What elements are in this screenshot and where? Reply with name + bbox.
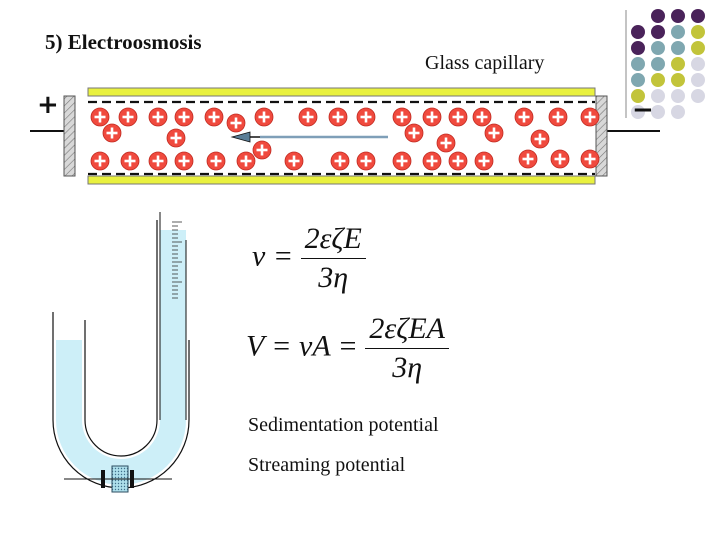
cation xyxy=(548,107,568,127)
plug-electrode-right xyxy=(130,470,134,488)
volume-numerator: 2εζEA xyxy=(365,312,449,349)
cation xyxy=(90,151,110,171)
cation xyxy=(392,107,412,127)
cation xyxy=(166,128,186,148)
decorative-dot xyxy=(671,73,685,87)
cation xyxy=(392,151,412,171)
cation xyxy=(226,113,246,133)
decorative-dot xyxy=(671,9,685,23)
u-tube-inner-wall xyxy=(84,220,158,457)
cation xyxy=(356,107,376,127)
u-tube-apparatus xyxy=(52,212,190,493)
decorative-dot xyxy=(671,41,685,55)
cation xyxy=(580,149,600,169)
negative-electrode-sign: − xyxy=(632,95,654,125)
cation xyxy=(236,151,256,171)
cation xyxy=(530,129,550,149)
cation xyxy=(356,151,376,171)
cation xyxy=(102,123,122,143)
decorative-dot xyxy=(671,105,685,119)
volume-formula: V = vA = 2εζEA 3η xyxy=(246,312,449,385)
cation xyxy=(404,123,424,143)
slide-title: 5) Electroosmosis xyxy=(45,30,202,54)
topic-streaming: Streaming potential xyxy=(248,454,406,476)
cation xyxy=(422,107,442,127)
decorative-dot xyxy=(651,105,665,119)
cation xyxy=(472,107,492,127)
decorative-dot xyxy=(631,41,645,55)
cation xyxy=(120,151,140,171)
decorative-dot xyxy=(691,25,705,39)
decorative-dot xyxy=(691,41,705,55)
capillary-wall-top xyxy=(87,87,596,97)
cation xyxy=(580,107,600,127)
decorative-dot xyxy=(671,89,685,103)
cation xyxy=(284,151,304,171)
cation xyxy=(514,107,534,127)
decorative-dot xyxy=(631,25,645,39)
velocity-fraction: 2εζE 3η xyxy=(300,222,366,295)
decorative-dot xyxy=(651,73,665,87)
decorative-dot xyxy=(671,25,685,39)
positive-electrode-sign: + xyxy=(37,90,59,120)
capillary-wall-bottom xyxy=(87,175,596,185)
decorative-dot xyxy=(631,89,645,103)
cation xyxy=(550,149,570,169)
cation xyxy=(174,107,194,127)
velocity-formula-lhs: v = xyxy=(252,239,294,273)
cation xyxy=(118,107,138,127)
cation xyxy=(254,107,274,127)
cation xyxy=(436,133,456,153)
cation xyxy=(448,151,468,171)
decorative-dot xyxy=(671,57,685,71)
velocity-denominator: 3η xyxy=(318,261,349,294)
decorative-dot-grid xyxy=(625,9,705,119)
plug-electrode-left xyxy=(101,470,105,488)
capillary-label: Glass capillary xyxy=(425,52,545,74)
decorative-dot xyxy=(691,57,705,71)
decorative-dot xyxy=(631,105,645,119)
decorative-dot xyxy=(651,25,665,39)
decorative-dot xyxy=(691,73,705,87)
u-tube-liquid xyxy=(56,230,186,485)
capillary-diagram xyxy=(30,87,660,185)
cation xyxy=(174,151,194,171)
volume-fraction: 2εζEA 3η xyxy=(365,312,449,385)
decorative-dot xyxy=(651,89,665,103)
cation xyxy=(252,140,272,160)
cation xyxy=(148,151,168,171)
cation xyxy=(148,107,168,127)
cation xyxy=(90,107,110,127)
decorative-dot xyxy=(651,57,665,71)
decorative-dot xyxy=(651,41,665,55)
cation xyxy=(474,151,494,171)
decorative-dot xyxy=(631,57,645,71)
cation xyxy=(204,107,224,127)
decorative-dot xyxy=(691,89,705,103)
negative-electrode xyxy=(595,95,608,177)
decorative-dot xyxy=(631,73,645,87)
cation xyxy=(330,151,350,171)
cation xyxy=(206,151,226,171)
cation xyxy=(518,149,538,169)
cation xyxy=(422,151,442,171)
volume-formula-lhs: V = vA = xyxy=(246,329,358,363)
topic-sedimentation: Sedimentation potential xyxy=(248,414,439,436)
cation xyxy=(448,107,468,127)
decorative-dot xyxy=(651,9,665,23)
decorative-dot xyxy=(691,9,705,23)
measurement-scale xyxy=(172,221,182,299)
positive-electrode xyxy=(63,95,76,177)
flow-arrow xyxy=(230,131,388,143)
volume-denominator: 3η xyxy=(392,351,423,384)
cation xyxy=(484,123,504,143)
velocity-formula: v = 2εζE 3η xyxy=(252,222,366,295)
cation xyxy=(298,107,318,127)
velocity-numerator: 2εζE xyxy=(300,222,366,259)
cation xyxy=(328,107,348,127)
